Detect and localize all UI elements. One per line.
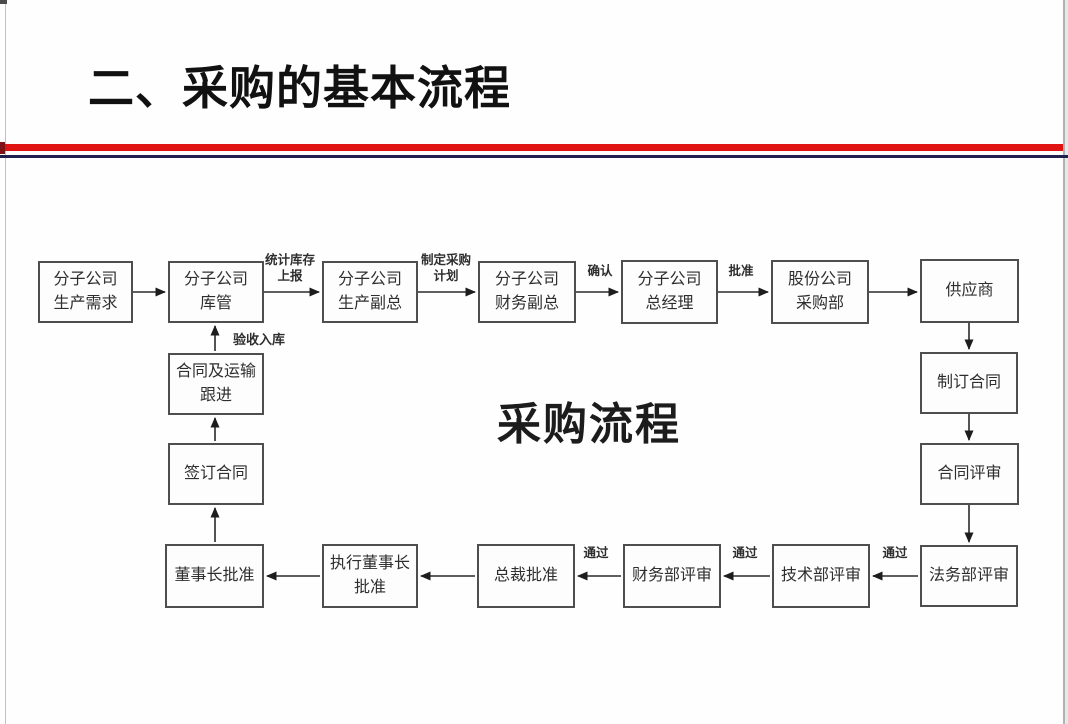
node-draft-contract: 制订合同 xyxy=(920,352,1018,414)
page-edge-right-line xyxy=(1063,0,1065,724)
node-legal-dept-review: 法务部评审 xyxy=(920,545,1018,607)
page-edge-left xyxy=(5,0,6,724)
node-chairman-approval: 董事长批准 xyxy=(165,544,264,608)
edge-label-pass-tech: 通过 xyxy=(732,546,758,560)
diagram-center-title: 采购流程 xyxy=(497,400,681,449)
slide-title: 二、采购的基本流程 xyxy=(88,63,511,114)
node-subsidiary-gm: 分子公司 总经理 xyxy=(621,260,718,324)
edge-label-pass-legal: 通过 xyxy=(882,546,908,560)
page-edge-right-fill xyxy=(1065,0,1068,724)
node-hq-procurement-dept: 股份公司 采购部 xyxy=(771,260,869,324)
node-finance-dept-review: 财务部评审 xyxy=(623,544,721,608)
edge-label-make-procurement-plan: 制定采购 计划 xyxy=(420,253,472,283)
node-contract-review: 合同评审 xyxy=(920,443,1019,505)
node-subsidiary-production-vp: 分子公司 生产副总 xyxy=(322,261,418,323)
node-supplier: 供应商 xyxy=(920,259,1019,323)
divider-red-bar xyxy=(0,144,1063,151)
node-subsidiary-finance-vp: 分子公司 财务副总 xyxy=(478,261,576,323)
node-subsidiary-warehouse: 分子公司 库管 xyxy=(168,261,264,323)
node-exec-chairman-approval: 执行董事长 批准 xyxy=(322,544,418,608)
node-sign-contract: 签订合同 xyxy=(168,443,264,505)
node-tech-dept-review: 技术部评审 xyxy=(772,544,870,608)
divider-red-bar-cap xyxy=(0,142,5,154)
node-president-approval: 总裁批准 xyxy=(477,544,575,608)
divider-navy-line xyxy=(0,155,1068,158)
edge-label-pass-finance: 通过 xyxy=(583,546,609,560)
edge-label-approve: 批准 xyxy=(728,264,754,278)
edge-label-inspect-and-warehouse: 验收入库 xyxy=(232,332,286,347)
edge-label-report-inventory: 统计库存 上报 xyxy=(264,253,316,283)
node-contract-transport-followup: 合同及运输 跟进 xyxy=(168,353,264,415)
page-corner-mark xyxy=(0,0,7,4)
node-subsidiary-production-demand: 分子公司 生产需求 xyxy=(38,261,133,323)
edge-label-confirm: 确认 xyxy=(587,264,613,278)
